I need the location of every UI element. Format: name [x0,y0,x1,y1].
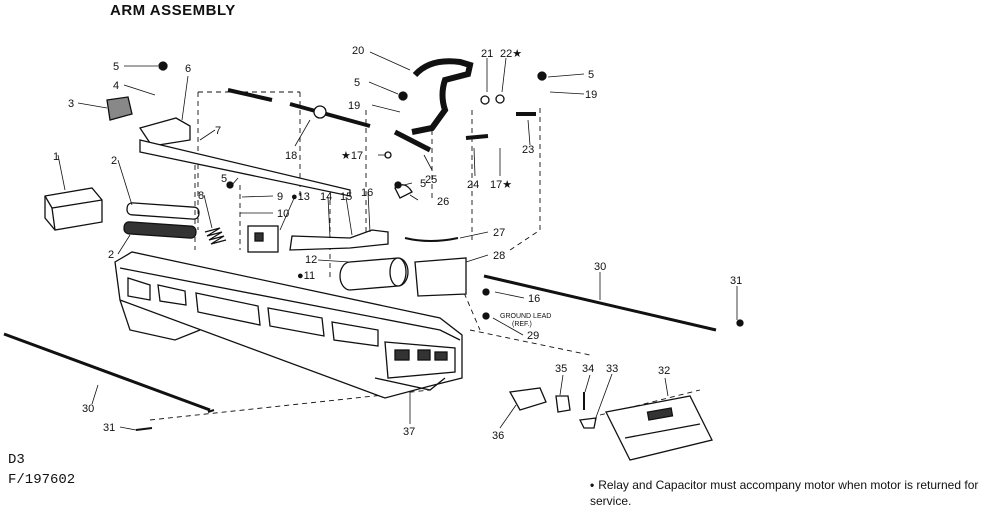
part-33-key [579,417,597,429]
callout-18: 18 [285,150,297,162]
part-32-cover-plate [605,395,713,461]
callout-6: 6 [185,63,191,75]
part-14-switch-cluster [247,225,389,253]
callout-5e: 5 [588,69,594,81]
part-27-wire [404,237,459,242]
callout-12: 12 [305,254,317,266]
callout-23: 23 [522,144,534,156]
callout-17b: 17★ [490,179,512,191]
callout-5a: 5 [113,61,119,73]
callout-31b: 31 [103,422,115,434]
part-35-knob [555,395,571,413]
callout-19b: 19 [585,89,597,101]
part-37-arm-housing [114,251,463,399]
ground-lead-label: GROUND LEAD [500,313,551,320]
callout-29: 29 [527,330,539,342]
callout-13: ●13 [291,191,310,203]
callout-5d: 5 [354,77,360,89]
part-8-spring [204,227,227,245]
part-1-end-cap [44,187,103,231]
callout-2a: 2 [111,155,117,167]
callout-22: 22★ [500,48,522,60]
part-36-switch [508,387,547,411]
callout-26: 26 [437,196,449,208]
callout-14: 14 [320,191,332,203]
part-3-bracket [106,96,133,121]
callout-2b: 2 [108,249,114,261]
part-28-relay-plate [414,257,467,297]
callout-27: 27 [493,227,505,239]
callout-37: 37 [403,426,415,438]
part-30-rod-left [3,332,211,412]
callout-32: 32 [658,365,670,377]
service-note: •Relay and Capacitor must accompany moto… [590,477,985,509]
callout-17a: ★17 [341,150,363,162]
callout-16b: 16 [528,293,540,305]
bullet-icon: • [590,478,595,492]
callout-4: 4 [113,80,119,92]
part-2-grips [123,202,200,239]
drawing-code-number: F/197602 [8,472,76,488]
callout-34: 34 [582,363,594,375]
callout-5b: 5 [221,173,227,185]
drawing-code-d3: D3 [8,452,25,468]
callout-25: 25 [425,174,437,186]
callout-21: 21 [481,48,493,60]
part-7-arm-rail [139,139,351,197]
screws [158,61,744,327]
callout-28: 28 [493,250,505,262]
callout-24: 24 [467,179,479,191]
callout-30a: 30 [594,261,606,273]
callout-3: 3 [68,98,74,110]
callout-30b: 30 [82,403,94,415]
part-18-shaft [289,102,371,128]
callout-8: 8 [198,190,204,202]
callout-19a: 19 [348,100,360,112]
callout-16a: 16 [361,187,373,199]
callout-10: 10 [277,208,289,220]
callout-5c: 5 [420,178,426,190]
diagram-title: ARM ASSEMBLY [110,2,236,19]
callout-1: 1 [53,151,59,163]
callout-33: 33 [606,363,618,375]
part-20-cable [411,58,474,135]
callout-20: 20 [352,45,364,57]
service-note-text: Relay and Capacitor must accompany motor… [590,478,979,508]
callout-leaders [57,51,738,431]
ground-lead-ref: (REF.) [512,321,532,328]
part-30-rod-right [483,274,717,332]
callout-15: 15 [340,191,352,203]
callout-36: 36 [492,430,504,442]
callout-7: 7 [215,125,221,137]
callout-11: ●11 [297,270,315,282]
callout-35: 35 [555,363,567,375]
callout-9: 9 [277,191,283,203]
callout-31a: 31 [730,275,742,287]
part-11-capacitor [339,257,409,291]
